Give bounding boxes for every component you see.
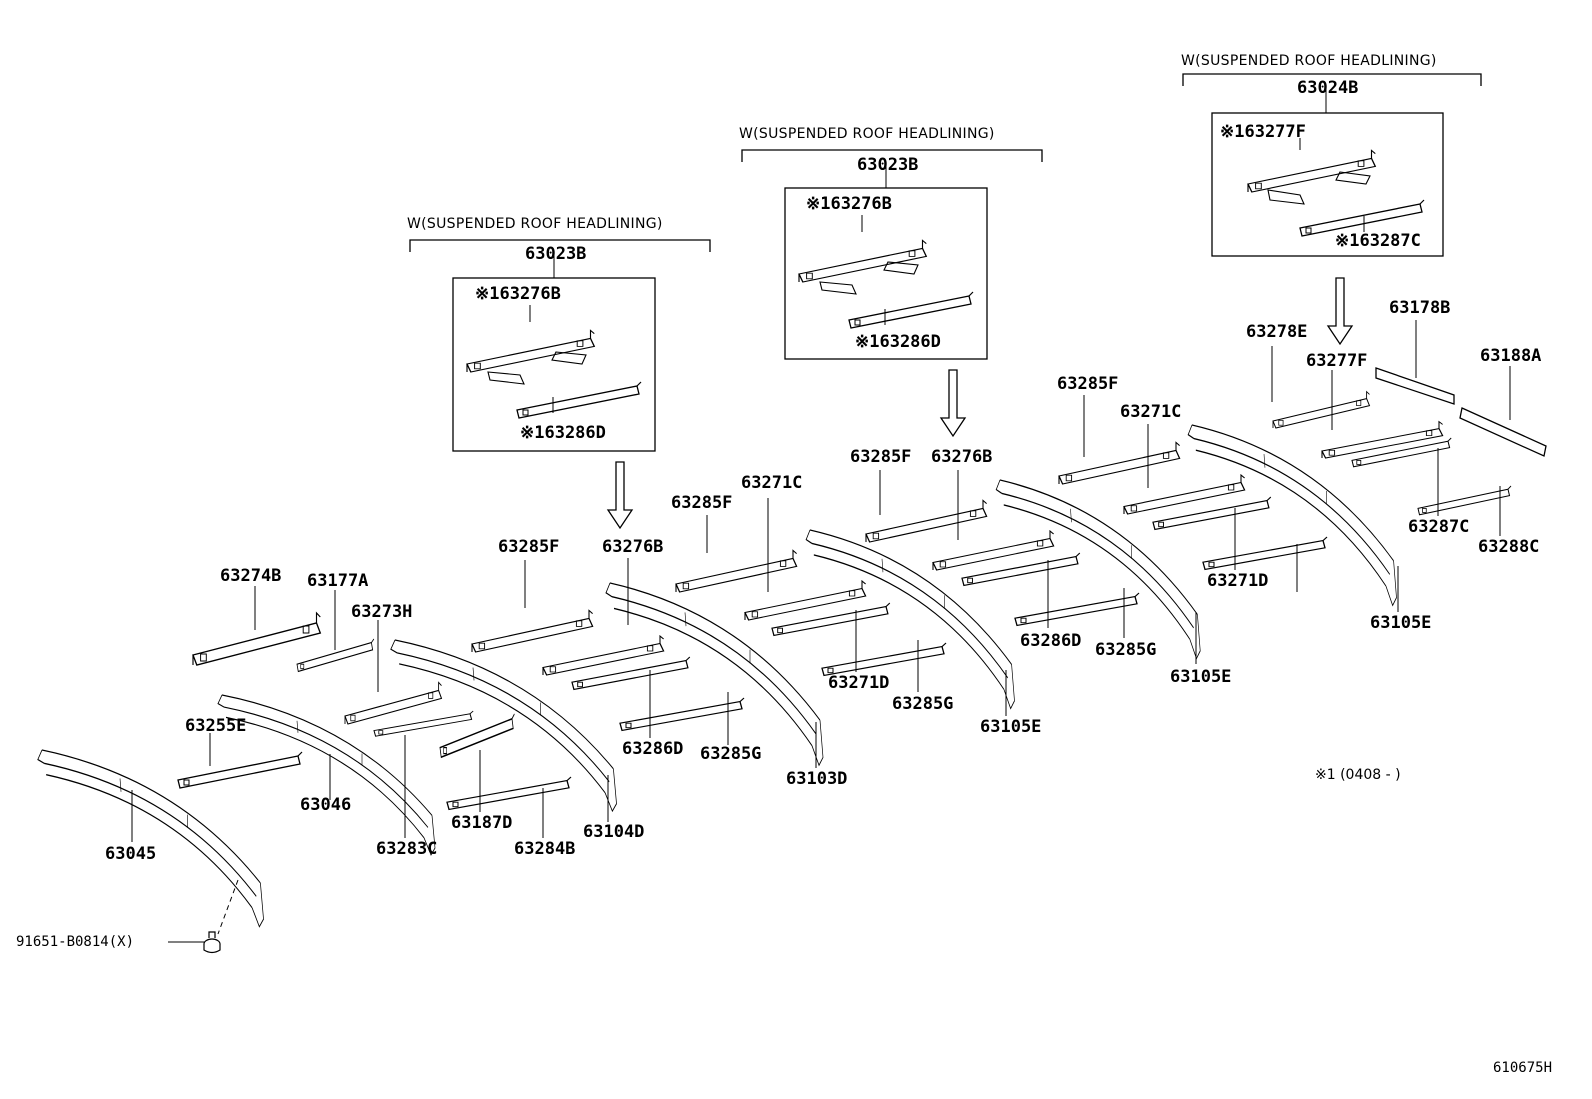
part-label: 63046 <box>300 795 352 815</box>
part-label: 63287C <box>1408 517 1470 537</box>
part-label: 63277F <box>1306 351 1368 371</box>
part-label: 63024B <box>1297 78 1359 98</box>
part-label: 63188A <box>1480 346 1542 366</box>
part-label: 63023B <box>525 244 587 264</box>
part-label: 63285G <box>1095 640 1157 660</box>
part-label: 63271D <box>1207 571 1269 591</box>
part-label: ※163276B <box>806 194 892 214</box>
suspended-roof-header-2: W(SUSPENDED ROOF HEADLINING) <box>739 126 995 142</box>
part-label: 63178B <box>1389 298 1451 318</box>
part-label: 63271C <box>741 473 803 493</box>
part-label: 63105E <box>980 717 1042 737</box>
part-label: 63103D <box>786 769 848 789</box>
part-label: 63255E <box>185 716 247 736</box>
part-label: ※163287C <box>1335 231 1421 251</box>
diagram-code: 610675H <box>1493 1060 1553 1076</box>
part-label: 63104D <box>583 822 645 842</box>
part-label: 63273H <box>351 602 413 622</box>
part-label: ※163276B <box>475 284 561 304</box>
footnote: ※1 (0408 - ) <box>1315 767 1401 783</box>
part-label: 63286D <box>1020 631 1082 651</box>
part-label: 63283C <box>376 839 438 859</box>
part-label: 63271D <box>828 673 890 693</box>
part-label: ※163277F <box>1220 122 1306 142</box>
part-label: 63276B <box>931 447 993 467</box>
part-label: 63286D <box>622 739 684 759</box>
part-label: 63285F <box>671 493 733 513</box>
suspended-roof-header-3: W(SUSPENDED ROOF HEADLINING) <box>1181 53 1437 69</box>
part-label: 63285F <box>850 447 912 467</box>
suspended-roof-header-1: W(SUSPENDED ROOF HEADLINING) <box>407 216 663 232</box>
part-label: 63023B <box>857 155 919 175</box>
part-label: 63045 <box>105 844 157 864</box>
part-label: 63276B <box>602 537 664 557</box>
part-label: 63285G <box>700 744 762 764</box>
part-label: 63271C <box>1120 402 1182 422</box>
part-label: 63288C <box>1478 537 1540 557</box>
bolt-label: 91651-B0814(X) <box>16 934 135 950</box>
part-label: ※163286D <box>520 423 606 443</box>
part-label: 63278E <box>1246 322 1308 342</box>
part-label: 63105E <box>1170 667 1232 687</box>
part-label: ※163286D <box>855 332 941 352</box>
part-label: 63285G <box>892 694 954 714</box>
part-label: 63177A <box>307 571 369 591</box>
part-label: 63284B <box>514 839 576 859</box>
part-label: 63274B <box>220 566 282 586</box>
part-label: 63187D <box>451 813 513 833</box>
part-label: 63285F <box>1057 374 1119 394</box>
part-label: 63105E <box>1370 613 1432 633</box>
part-label: 63285F <box>498 537 560 557</box>
